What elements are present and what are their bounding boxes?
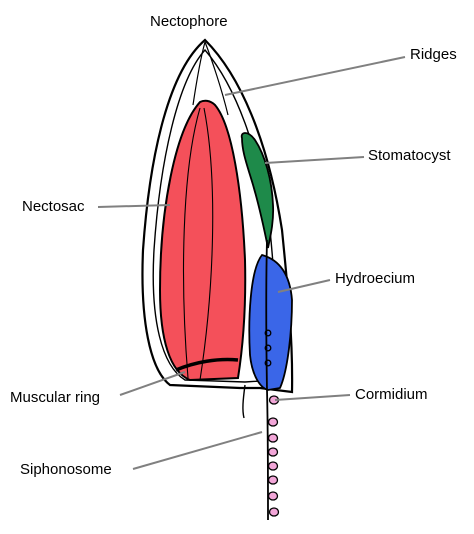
cormidium-bud — [267, 461, 279, 471]
cormidium-bud — [267, 475, 279, 485]
cormidium-bud — [267, 433, 279, 443]
nectosac-line-left — [182, 107, 201, 379]
label-stomatocyst: Stomatocyst — [368, 147, 451, 164]
nectosac-line-right — [199, 107, 214, 381]
cormidium-bud — [268, 507, 280, 517]
cormidium-bud — [264, 359, 272, 367]
label-nectosac: Nectosac — [22, 198, 85, 215]
stem-appendage — [242, 384, 246, 419]
hydroecium-shape — [248, 253, 293, 391]
leader-siphonosome — [132, 431, 263, 470]
cormidium-bud — [264, 344, 272, 352]
leader-nectosac — [97, 204, 171, 208]
ridge-line-1 — [192, 41, 206, 106]
stem — [265, 239, 269, 521]
leader-ridges — [224, 56, 406, 96]
muscular-ring — [175, 357, 239, 372]
label-muscular-ring: Muscular ring — [10, 389, 101, 406]
leader-cormidium — [274, 394, 351, 401]
cormidia-group — [264, 329, 280, 517]
label-nectophore: Nectophore — [150, 13, 228, 30]
leader-muscular-ring — [119, 371, 186, 396]
nectosac-shape — [158, 99, 247, 382]
label-cormidium: Cormidium — [355, 386, 428, 403]
cormidium-bud — [267, 417, 279, 427]
cormidium-bud — [267, 491, 279, 501]
label-siphonosome: Siphonosome — [20, 461, 112, 478]
cormidium-bud — [267, 447, 279, 457]
label-hydroecium: Hydroecium — [335, 270, 416, 287]
stomatocyst-shape — [240, 132, 275, 249]
ridge-line-2 — [204, 41, 229, 116]
leader-stomatocyst — [264, 156, 365, 164]
label-ridges: Ridges — [410, 46, 457, 63]
cormidium-bud — [264, 329, 272, 337]
leader-hydroecium — [277, 279, 331, 293]
